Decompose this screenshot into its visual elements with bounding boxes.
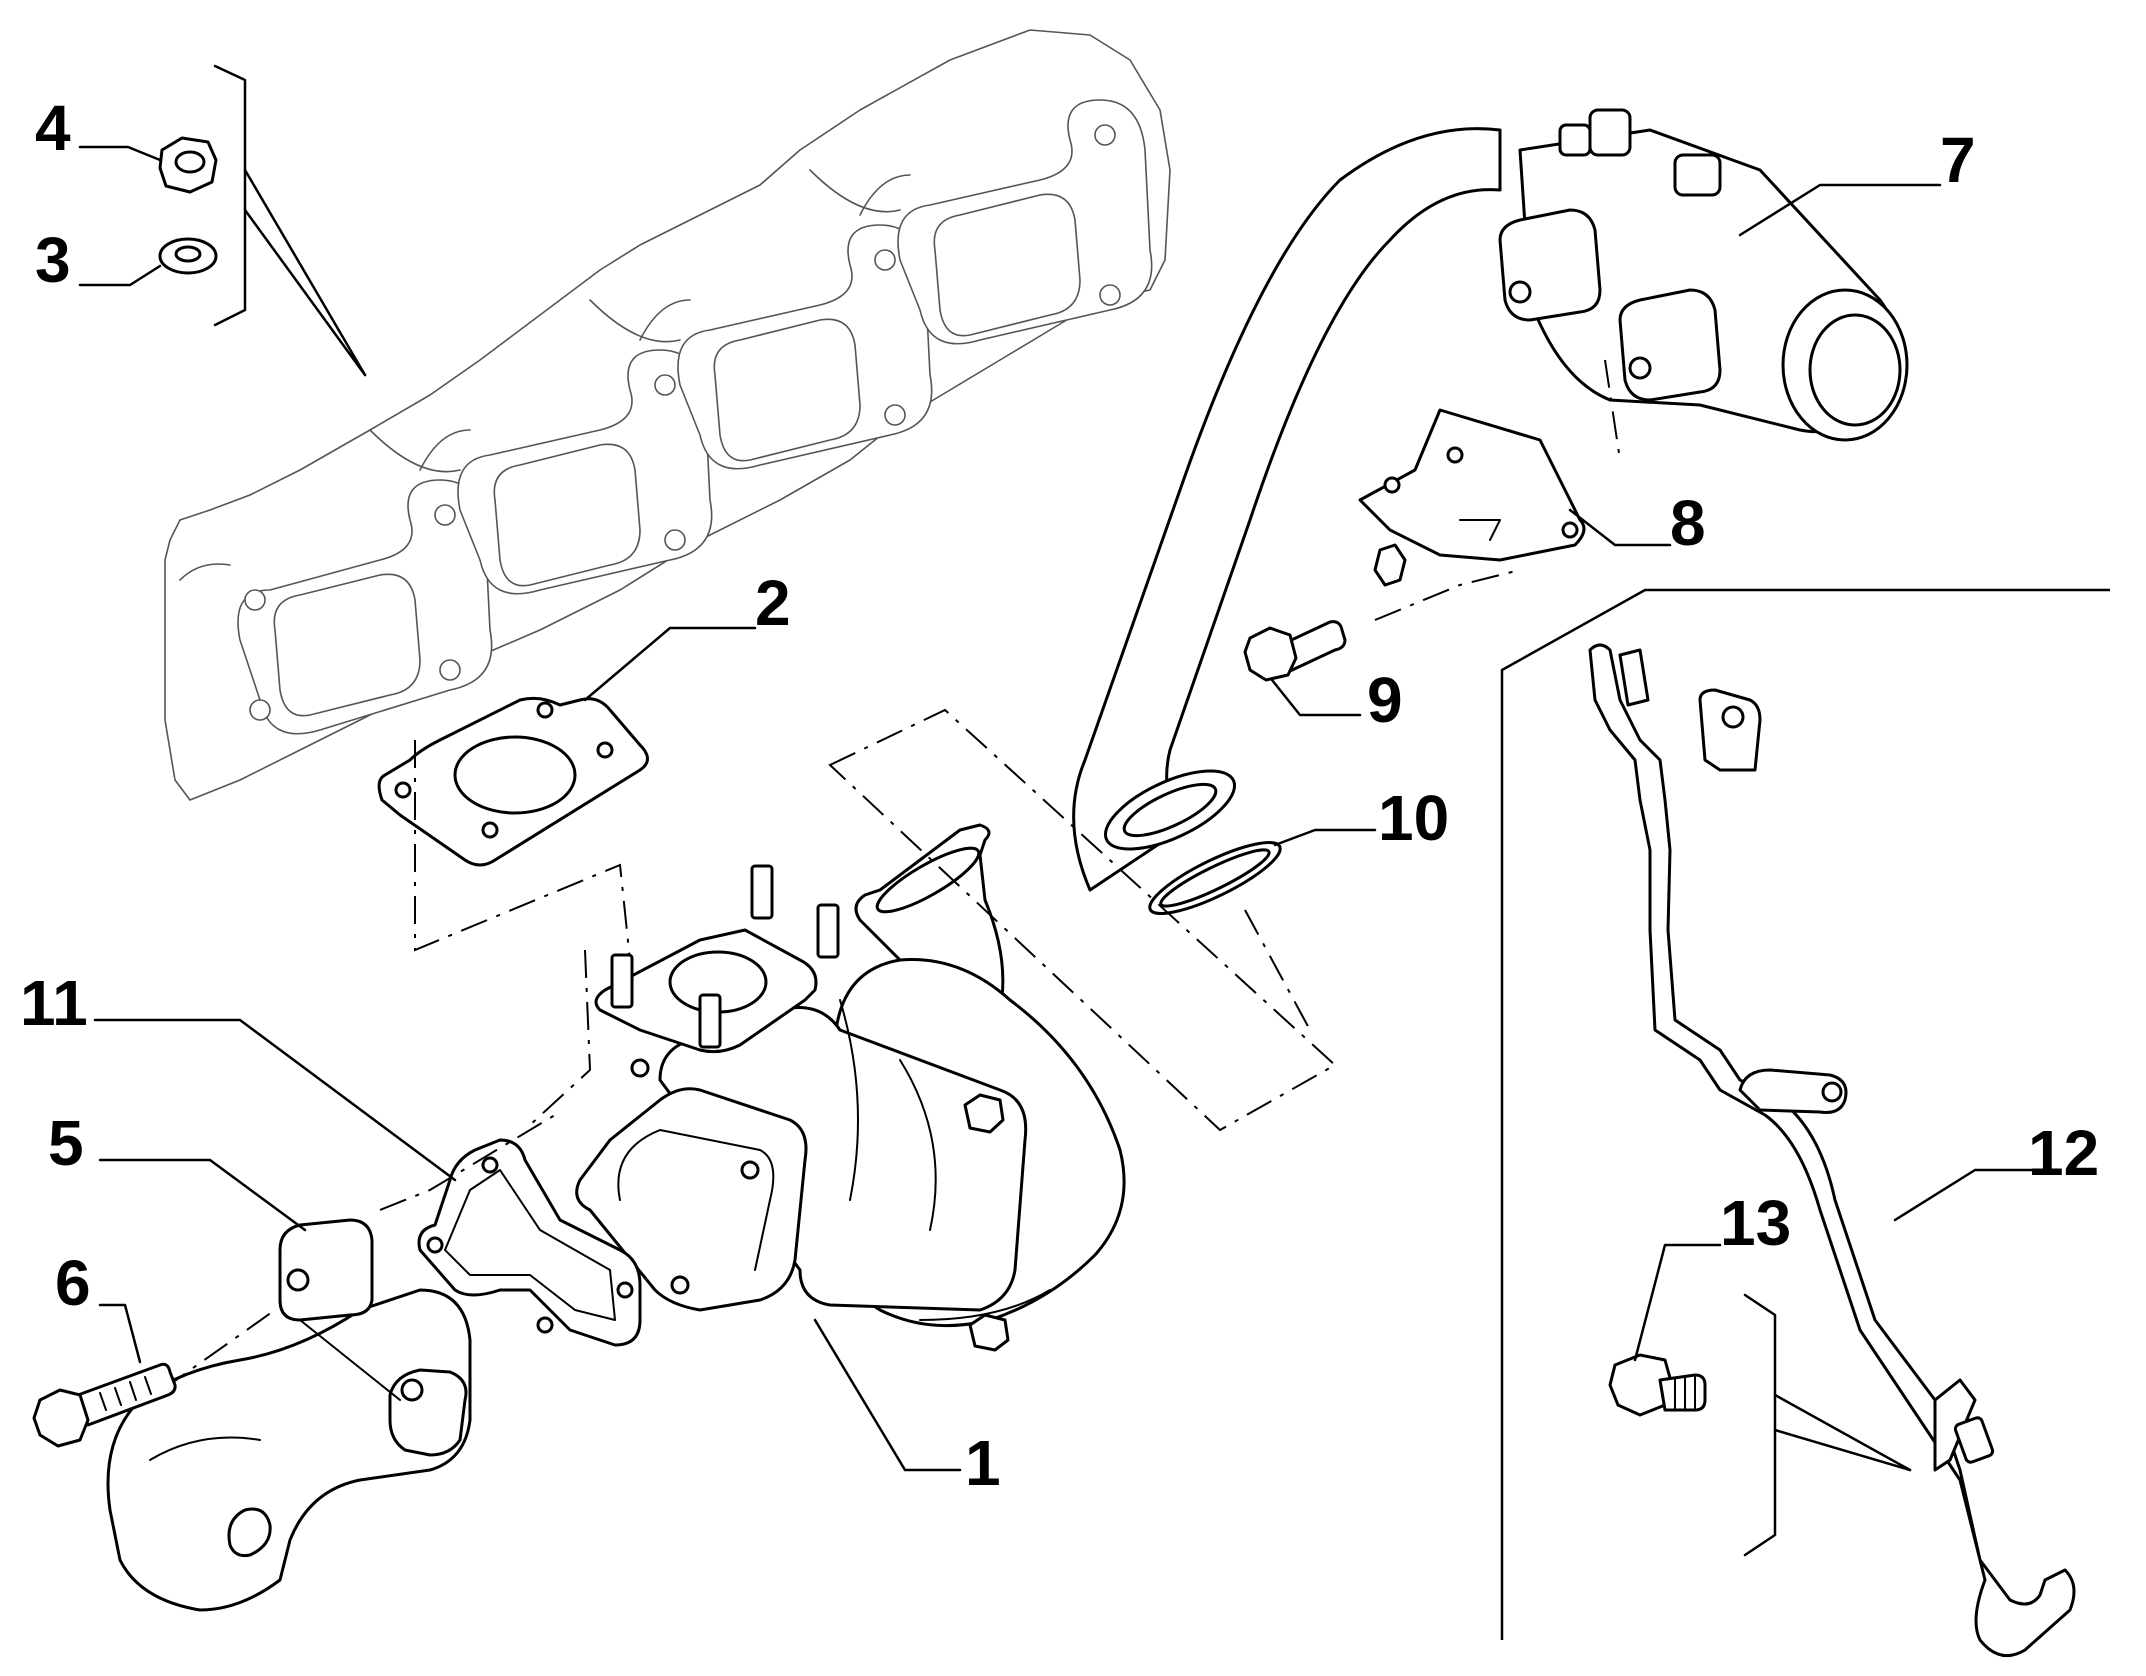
turbocharger-part-1	[575, 823, 1126, 1352]
gasket-part-10	[1148, 841, 1282, 915]
callout-8: 8	[1670, 487, 1706, 559]
leader-10	[1273, 828, 1377, 847]
leader-2	[583, 626, 757, 702]
callout-13: 13	[1720, 1187, 1791, 1259]
callout-11: 11	[20, 967, 88, 1039]
leader-8	[1568, 508, 1672, 547]
oil-line-part-12	[1588, 643, 2076, 1658]
leader-12	[1893, 1168, 2062, 1222]
callout-10: 10	[1378, 782, 1449, 854]
gasket-part-2	[377, 696, 649, 867]
leader-11	[93, 1018, 457, 1182]
elbow-part-5	[106, 1218, 472, 1612]
callout-9: 9	[1367, 664, 1403, 736]
leader-4	[78, 145, 162, 162]
callout-3: 3	[35, 224, 71, 296]
bracket-part-8	[1358, 408, 1586, 587]
callout-4: 4	[35, 92, 71, 164]
callout-7: 7	[1940, 124, 1976, 196]
leader-13	[1633, 1243, 1722, 1362]
nut-part-4	[158, 136, 218, 194]
exhaust-manifold	[164, 29, 1171, 801]
callout-2: 2	[755, 567, 791, 639]
bolt-part-6	[32, 1362, 177, 1448]
gasket-part-11	[417, 1138, 642, 1347]
leader-7	[1738, 183, 1942, 237]
leader-6	[98, 1303, 142, 1364]
callout-5: 5	[48, 1107, 84, 1179]
bolt-part-13	[1608, 1353, 1707, 1417]
callout-12: 12	[2028, 1117, 2099, 1189]
bolt-part-9	[1243, 620, 1347, 682]
leader-9	[1270, 678, 1362, 717]
pipe-part-7	[1072, 108, 1909, 892]
leader-5	[98, 1158, 307, 1232]
leader-1	[813, 1318, 962, 1472]
washer-part-3	[158, 237, 218, 275]
callout-6: 6	[55, 1247, 91, 1319]
callout-1: 1	[965, 1427, 1001, 1499]
leader-3	[78, 264, 162, 287]
